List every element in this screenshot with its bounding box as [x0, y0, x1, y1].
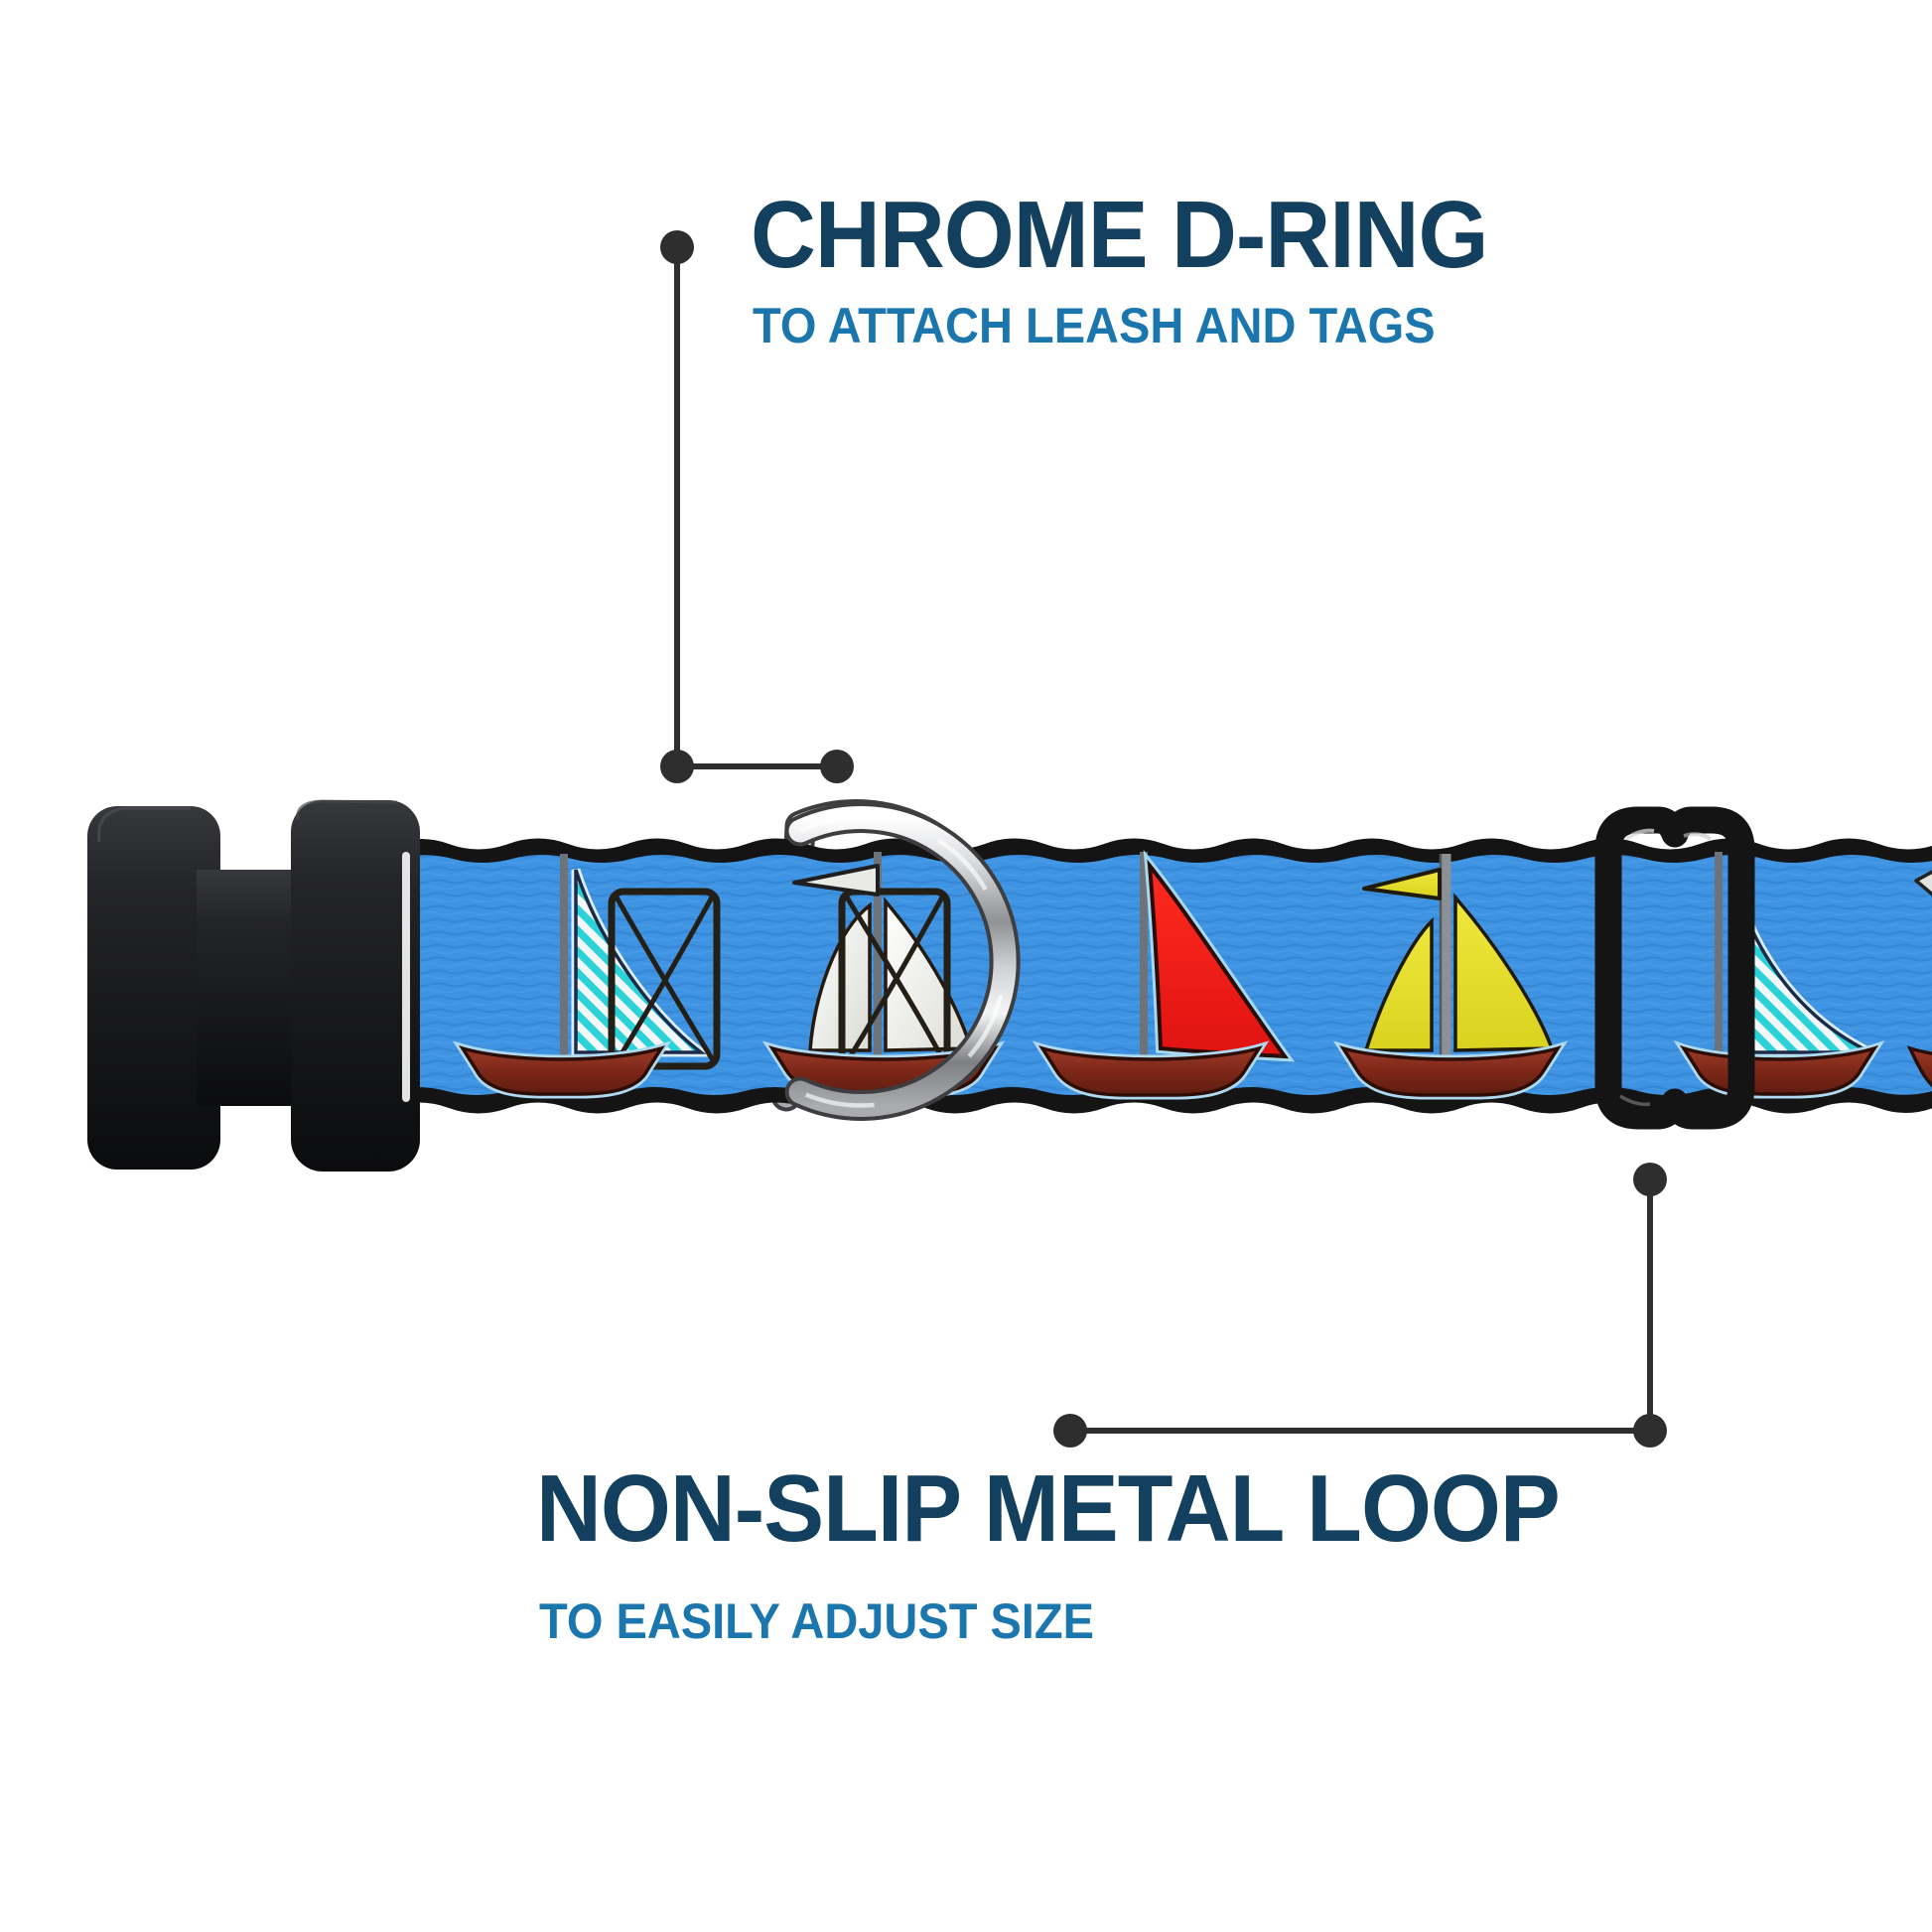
metal-loop-slider: [1594, 806, 1755, 1130]
dring-callout-title: CHROME D-RING: [751, 182, 1488, 288]
metal-loop-leader-line: [1053, 1163, 1667, 1448]
boat-hull: [1339, 1045, 1562, 1097]
d-ring-leader-line: [660, 230, 854, 783]
striped-sail: [574, 869, 707, 1054]
boat-hull: [459, 1045, 665, 1096]
leader-dot: [660, 230, 694, 264]
pennant-flag: [1362, 868, 1442, 900]
leader-dot: [1633, 1163, 1667, 1196]
sketch-sail-frame: [608, 888, 721, 1070]
leader-dot: [1053, 1414, 1087, 1448]
sailboat-striped-with-frame: [452, 854, 721, 1099]
boat-hull: [1038, 1045, 1263, 1097]
leader-dot: [660, 750, 694, 783]
boat-hull: [1906, 1045, 1932, 1088]
metal-loop-callout-title: NON-SLIP METAL LOOP: [536, 1455, 1561, 1562]
sailboat-partial-edge: [1906, 870, 1932, 1088]
slider-frame: [1594, 806, 1755, 1130]
pennant-flag: [792, 864, 880, 897]
pennant-flag: [1914, 870, 1932, 897]
leader-dot: [820, 750, 854, 783]
sailboat-yellow: [1332, 854, 1569, 1100]
sailboat-red: [1032, 849, 1296, 1100]
dring-callout-subtitle: TO ATTACH LEASH AND TAGS: [753, 298, 1436, 353]
leader-dot: [1633, 1414, 1667, 1448]
buckle: [87, 799, 420, 1172]
metal-loop-callout-subtitle: TO EASILY ADJUST SIZE: [539, 1593, 1094, 1649]
d-ring: [784, 802, 1021, 1121]
yellow-jib-sail: [1363, 916, 1434, 1052]
